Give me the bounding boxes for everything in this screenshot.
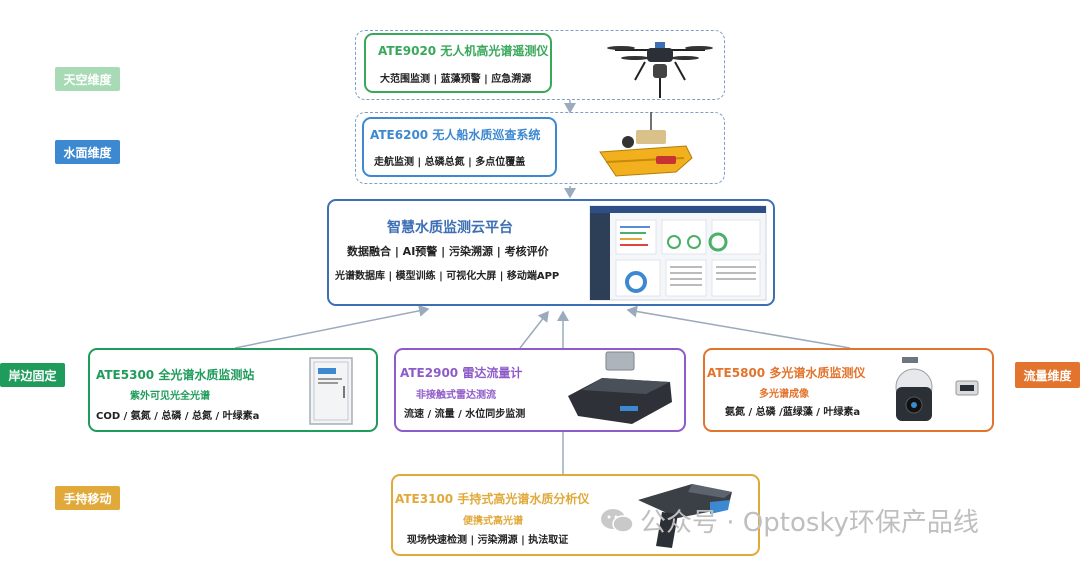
ate5800-subtitle: 多光谱成像	[759, 389, 809, 400]
ate2900-title: ATE2900 雷达流量计	[400, 366, 523, 380]
ate5300-features: COD / 氨氮 / 总磷 / 总氮 / 叶绿素a	[96, 411, 260, 422]
cabinet-icon	[309, 357, 353, 425]
ate5800-title: ATE5800 多光谱水质监测仪	[707, 366, 866, 380]
ate6200-title: ATE6200 无人船水质巡查系统	[370, 128, 541, 142]
ate9020-features: 大范围监测 | 蓝藻预警 | 应急溯源	[380, 74, 532, 85]
ate2900-subtitle: 非接触式雷达测流	[416, 390, 496, 401]
radar-icon	[568, 351, 672, 424]
tag-sky: 天空维度	[55, 67, 120, 91]
ate3100-features: 现场快速检测 | 污染溯源 | 执法取证	[407, 535, 569, 546]
platform-line2: 光谱数据库 | 模型训练 | 可视化大屏 | 移动端APP	[335, 271, 560, 282]
ate9020-title: ATE9020 无人机高光谱遥测仪	[378, 44, 549, 58]
wechat-icon	[601, 508, 634, 533]
water-dashed-group	[355, 112, 725, 184]
arrow-station-to-platform	[234, 304, 430, 349]
platform-title: 智慧水质监测云平台	[387, 220, 513, 236]
ate9020-card: ATE9020 无人机高光谱遥测仪 大范围监测 | 蓝藻预警 | 应急溯源	[364, 33, 552, 93]
tag-water-surface: 水面维度	[55, 140, 120, 164]
arrow-radar-to-platform	[519, 310, 549, 349]
sky-dashed-group	[355, 30, 725, 100]
ate5300-subtitle: 紫外可见光全光谱	[130, 391, 210, 402]
ate6200-features: 走航监测 | 总磷总氮 | 多点位覆盖	[374, 157, 526, 168]
arrow-multispectral-to-platform	[626, 305, 851, 349]
camera-icon	[895, 357, 979, 421]
ate5800-card: ATE5800 多光谱水质监测仪 多光谱成像 氨氮 / 总磷 /蓝绿藻 / 叶绿…	[703, 348, 994, 432]
platform-line1: 数据融合 | AI预警 | 污染溯源 | 考核评价	[347, 245, 549, 258]
watermark-text: 公众号 · Optosky环保产品线	[640, 508, 979, 538]
ate6200-card: ATE6200 无人船水质巡查系统 走航监测 | 总磷总氮 | 多点位覆盖	[362, 117, 557, 177]
tag-handheld: 手持移动	[55, 486, 120, 510]
ate2900-features: 流速 / 流量 / 水位同步监测	[404, 409, 526, 420]
drone-icon	[607, 42, 713, 98]
ate5300-title: ATE5300 全光谱水质监测站	[96, 368, 255, 382]
ate3100-subtitle: 便携式高光谱	[463, 516, 523, 527]
ate5800-features: 氨氮 / 总磷 /蓝绿藻 / 叶绿素a	[725, 407, 861, 418]
handheld-icon	[638, 484, 732, 548]
ate3100-title: ATE3100 手持式高光谱水质分析仪	[395, 492, 590, 506]
dashboard-screenshot-icon	[589, 205, 767, 301]
watermark: 公众号 · Optosky环保产品线	[600, 502, 979, 539]
tag-flow: 流量维度	[1015, 362, 1080, 388]
tag-shore-fixed: 岸边固定	[0, 363, 65, 387]
boat-icon	[599, 112, 693, 177]
